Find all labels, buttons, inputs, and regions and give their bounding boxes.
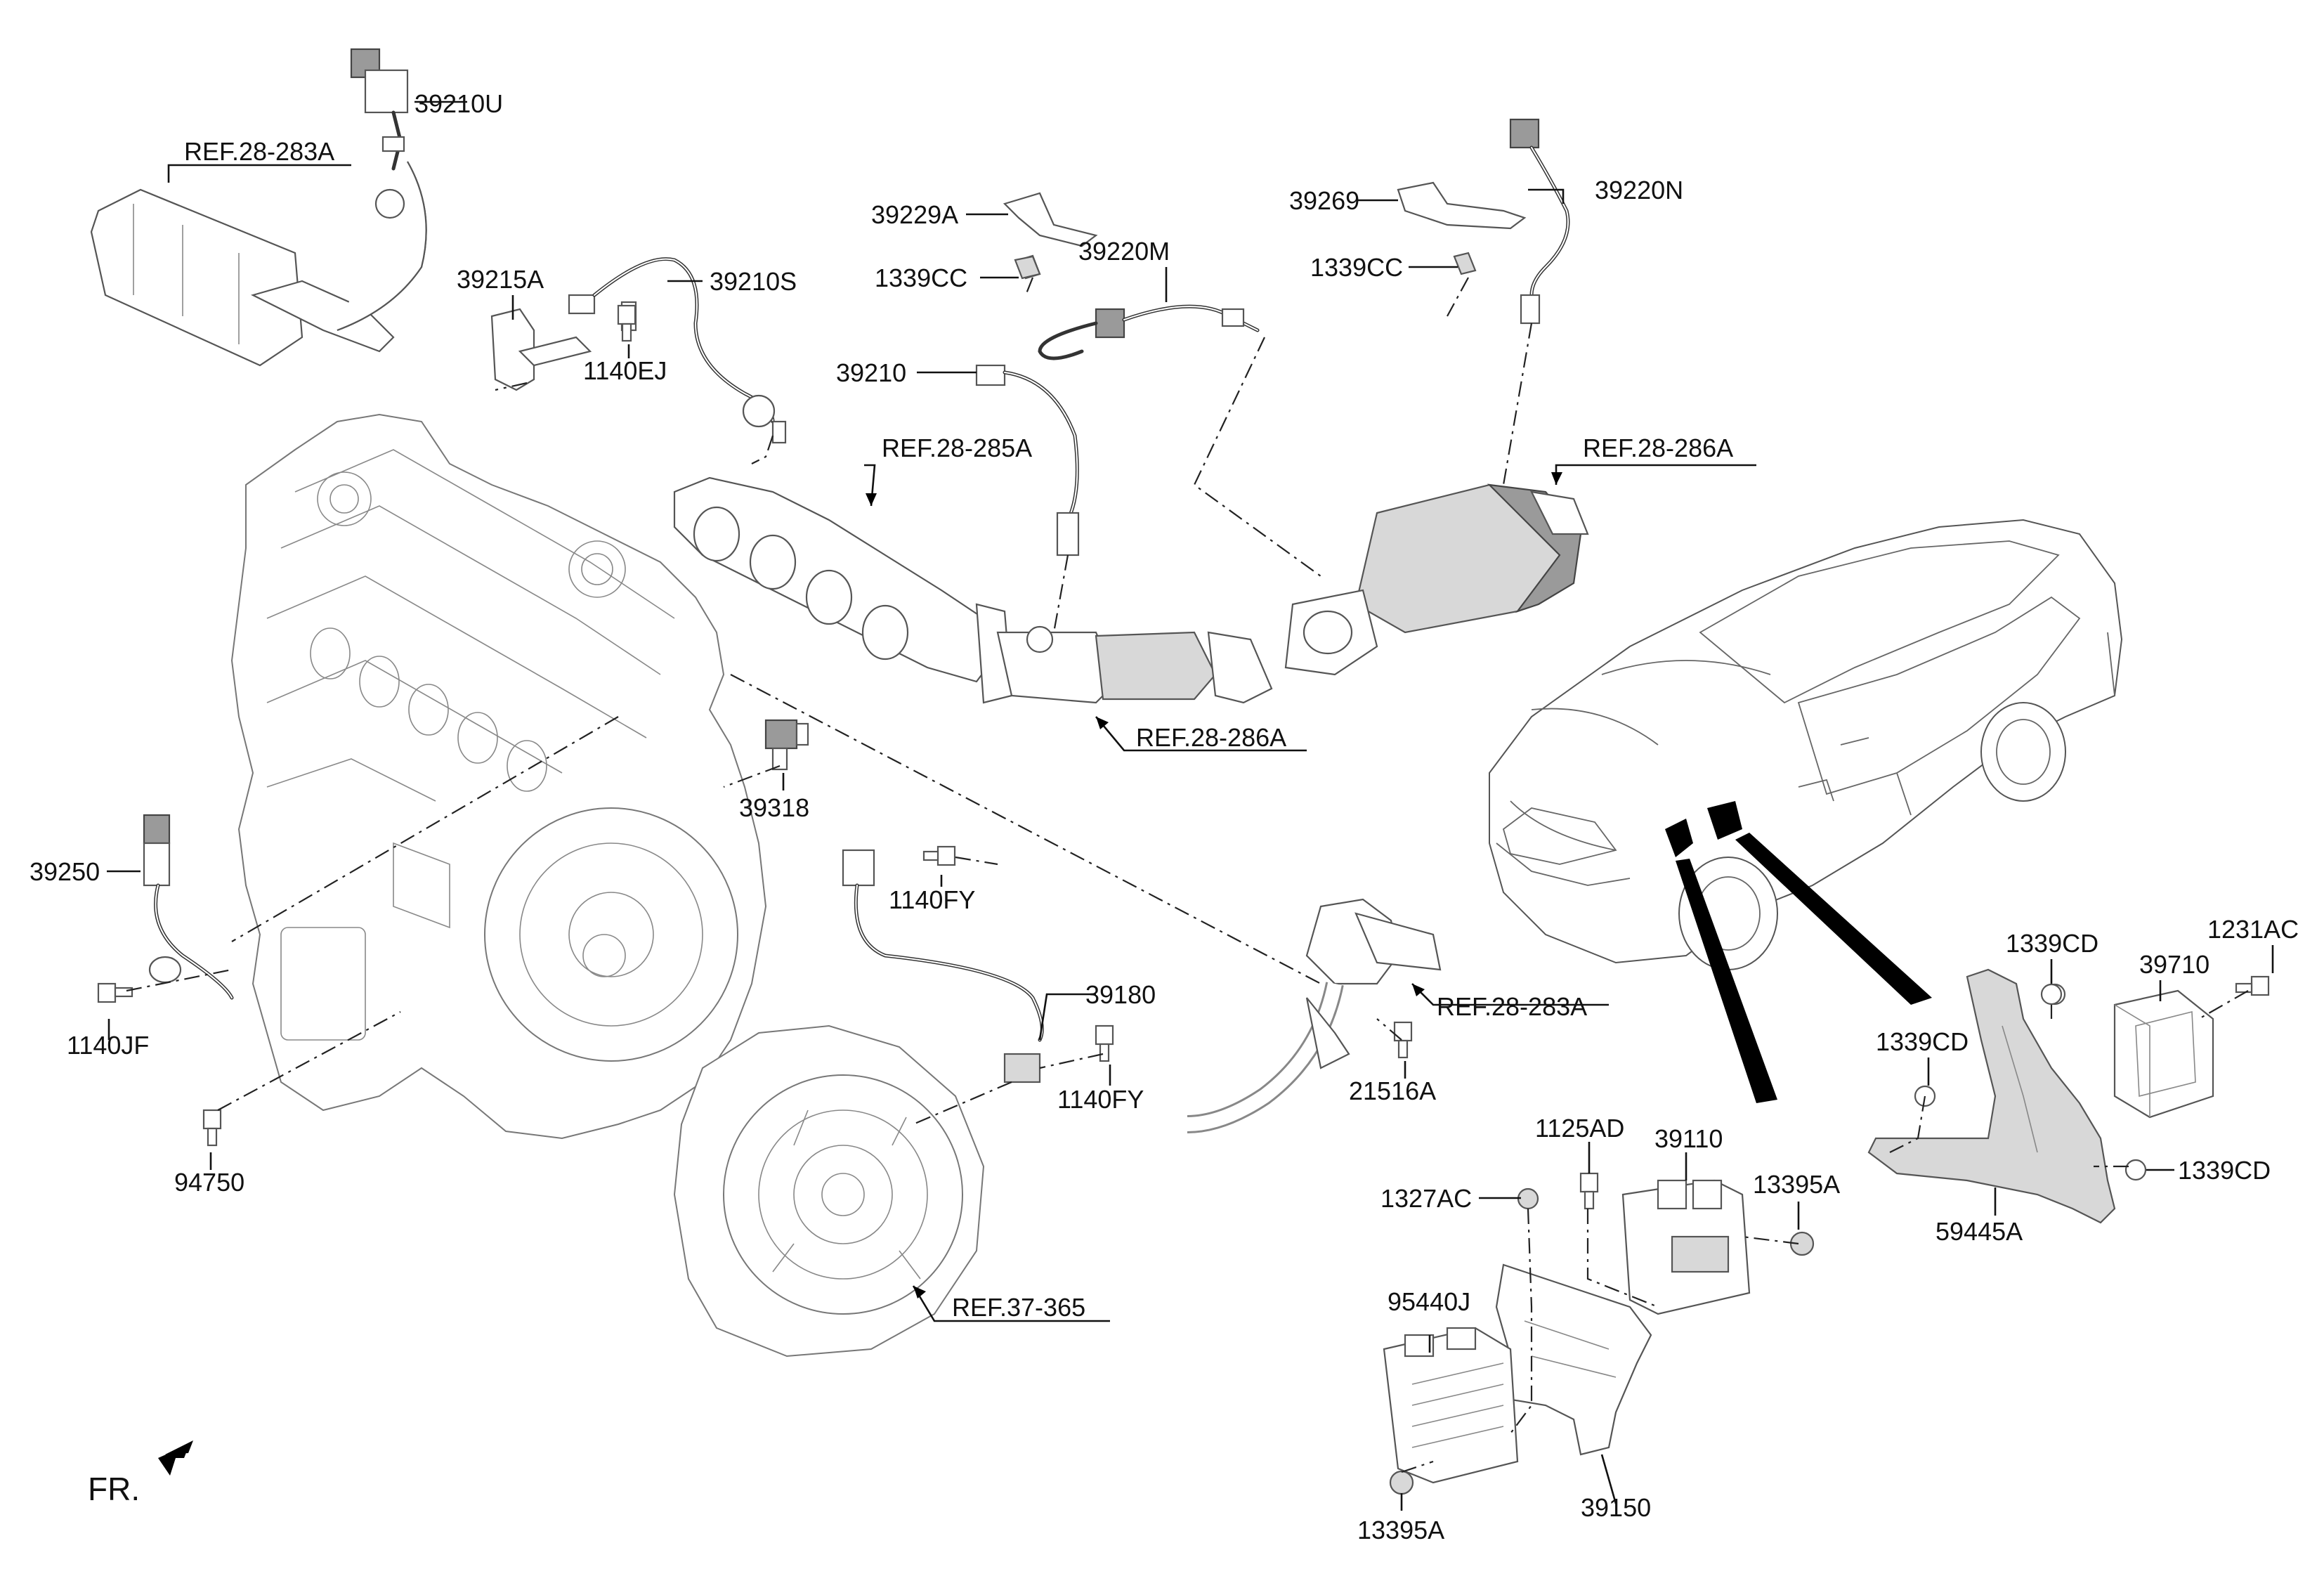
transmission-housing bbox=[673, 1024, 985, 1358]
label-59445A: 59445A bbox=[1935, 1217, 2023, 1246]
label-ref-28-286A-mid: REF.28-286A bbox=[1136, 723, 1286, 752]
nut-1339CD-c bbox=[2124, 1159, 2147, 1181]
egr-valve-assembly bbox=[1187, 898, 1442, 1133]
bolt-1140FY-b bbox=[1095, 1024, 1114, 1062]
bracket-39215A bbox=[490, 308, 592, 391]
bracket-39269 bbox=[1397, 181, 1527, 275]
nut-1327AC bbox=[1517, 1187, 1539, 1210]
label-1140EJ: 1140EJ bbox=[583, 356, 667, 385]
bolt-1231AC bbox=[2235, 975, 2270, 996]
bracket-59445A bbox=[1867, 968, 2116, 1224]
sensor-39210 bbox=[975, 364, 1080, 557]
assembly-center-lines bbox=[126, 277, 2249, 1473]
exhaust-manifold bbox=[673, 476, 1273, 704]
label-39150: 39150 bbox=[1581, 1493, 1651, 1522]
label-39215A: 39215A bbox=[457, 265, 544, 294]
tcu-95440J bbox=[1383, 1327, 1519, 1484]
bolt-21516A bbox=[1393, 1021, 1413, 1059]
label-fr: FR. bbox=[88, 1471, 140, 1507]
label-39180: 39180 bbox=[1085, 980, 1156, 1009]
label-39220N: 39220N bbox=[1595, 176, 1683, 204]
label-ref-28-285A: REF.28-285A bbox=[882, 434, 1032, 462]
label-39229A: 39229A bbox=[871, 200, 958, 229]
label-ref-37-365: REF.37-365 bbox=[952, 1293, 1085, 1322]
module-39710 bbox=[2113, 989, 2214, 1119]
part-labels: 39210U REF.28-283A 39229A 1339CC 39220M … bbox=[30, 89, 2299, 1544]
label-39110: 39110 bbox=[1654, 1124, 1723, 1153]
nut-13395A-a bbox=[1789, 1231, 1815, 1256]
catalytic-converter bbox=[1284, 483, 1589, 676]
ecu-39110 bbox=[1621, 1179, 1751, 1315]
bolt-1140FY-a bbox=[922, 845, 956, 866]
nut-1339CD-a bbox=[2040, 983, 2063, 1005]
nut-1339CC-a bbox=[1014, 255, 1041, 280]
callout-wedge-left bbox=[1676, 859, 1777, 1103]
nut-13395A-b bbox=[1389, 1470, 1414, 1495]
label-39210S: 39210S bbox=[710, 267, 797, 296]
label-39269: 39269 bbox=[1289, 186, 1359, 215]
bolt-94750 bbox=[202, 1109, 222, 1147]
label-1339CD-a: 1339CD bbox=[2006, 929, 2098, 958]
label-39710: 39710 bbox=[2139, 950, 2209, 979]
label-1140JF: 1140JF bbox=[67, 1031, 149, 1060]
label-1231AC: 1231AC bbox=[2207, 915, 2299, 944]
label-1339CC-b: 1339CC bbox=[1310, 253, 1403, 282]
sensor-39220N bbox=[1509, 118, 1570, 325]
label-1339CD-b: 1339CD bbox=[1876, 1027, 1969, 1056]
bolt-1140EJ bbox=[617, 304, 637, 342]
label-1327AC: 1327AC bbox=[1380, 1184, 1472, 1213]
label-95440J: 95440J bbox=[1388, 1287, 1470, 1316]
label-39210: 39210 bbox=[836, 358, 906, 387]
sensor-39250 bbox=[143, 814, 234, 1000]
sensor-39210U bbox=[350, 48, 409, 171]
label-39220M: 39220M bbox=[1078, 237, 1170, 266]
label-1140FY-b: 1140FY bbox=[1057, 1085, 1144, 1114]
label-13395A-a: 13395A bbox=[1753, 1170, 1840, 1199]
label-39318: 39318 bbox=[739, 793, 809, 822]
label-94750: 94750 bbox=[174, 1168, 244, 1197]
label-39210U: 39210U bbox=[414, 89, 503, 118]
label-1125AD: 1125AD bbox=[1535, 1114, 1624, 1143]
bolt-1125AD bbox=[1579, 1172, 1599, 1210]
egr-cooler bbox=[90, 161, 427, 367]
label-ref-28-286A-top: REF.28-286A bbox=[1583, 434, 1733, 462]
label-13395A-b: 13395A bbox=[1357, 1516, 1444, 1544]
label-21516A: 21516A bbox=[1349, 1076, 1436, 1105]
sensor-39220M bbox=[1038, 304, 1260, 360]
label-1339CD-c: 1339CD bbox=[2178, 1156, 2271, 1185]
bolt-1140JF bbox=[97, 982, 133, 1003]
car-illustration bbox=[1489, 519, 2123, 970]
front-arrow-icon bbox=[158, 1440, 193, 1476]
label-1140FY-a: 1140FY bbox=[889, 885, 975, 914]
ref-arrowheads bbox=[866, 472, 1562, 1299]
engine-block bbox=[230, 413, 767, 1140]
label-ref-28-283A-top: REF.28-283A bbox=[184, 137, 334, 166]
label-ref-28-283A-mid: REF.28-283A bbox=[1437, 992, 1587, 1021]
label-1339CC-a: 1339CC bbox=[875, 263, 967, 292]
label-39250: 39250 bbox=[30, 857, 100, 886]
sensor-39318 bbox=[764, 719, 809, 771]
callout-wedge-right bbox=[1735, 833, 1932, 1005]
